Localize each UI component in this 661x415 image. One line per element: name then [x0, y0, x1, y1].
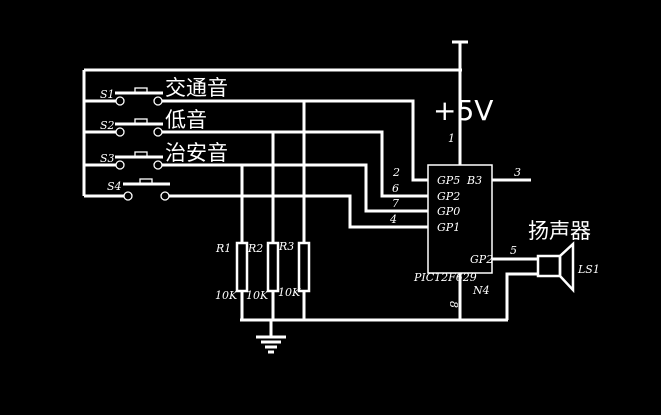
- resistor-r3: R3 10K: [278, 101, 311, 320]
- s1-function-label: 交通音: [165, 76, 228, 100]
- gp1-label: GP1: [437, 221, 460, 234]
- s2-label: S2: [100, 119, 115, 132]
- pin-3-label: 3: [514, 166, 521, 179]
- speaker-icon: [558, 241, 575, 294]
- gp2-right-label: GP2: [470, 253, 493, 266]
- s3-label: S3: [100, 152, 115, 165]
- ls1-label: LS1: [577, 263, 600, 276]
- r2-value: 10K: [246, 289, 269, 302]
- supply-vcc: +5V 1: [433, 40, 493, 165]
- r3-value: 10K: [278, 286, 301, 299]
- r1-value: 10K: [215, 289, 238, 302]
- resistor-r1: R1 10K: [215, 165, 249, 320]
- speaker-label: 扬声器: [528, 219, 591, 243]
- s1-label: S1: [100, 88, 115, 101]
- supply-label: +5V: [433, 94, 493, 127]
- gp0-label: GP0: [437, 205, 460, 218]
- pin-6-label: 6: [392, 182, 399, 195]
- ground-icon: [256, 320, 286, 354]
- r2-label: R2: [247, 242, 263, 255]
- gp5-label: GP5: [437, 174, 460, 187]
- b3-label: B3: [466, 174, 482, 187]
- pin-2-label: 2: [392, 166, 400, 179]
- r1-label: R1: [215, 242, 231, 255]
- s3-function-label: 治安音: [165, 141, 228, 165]
- pic-chip: GP5 GP2 GP0 GP1 B3 GP2 PIC12F629 3 N4 8 …: [413, 164, 538, 320]
- resistor-r2: R2 10K: [246, 132, 280, 320]
- pin-4-label: 4: [389, 213, 397, 226]
- switch-s3: S3 治安音 7: [84, 141, 428, 213]
- switch-s4: S4 4: [84, 178, 428, 229]
- gp2-left-label: GP2: [437, 190, 460, 203]
- pin-7-label: 7: [392, 197, 399, 210]
- chip-part-label: PIC12F629: [413, 271, 477, 284]
- pin-8-label: 8: [447, 301, 460, 308]
- s2-function-label: 低音: [165, 108, 207, 132]
- r3-label: R3: [278, 240, 294, 253]
- pin-5-label: 5: [510, 244, 517, 257]
- speaker-ls1: LS1 扬声器: [505, 219, 600, 320]
- switch-s1: S1 交通音 2: [84, 76, 428, 182]
- n4-label: N4: [472, 284, 490, 297]
- pin-1-label: 1: [448, 132, 455, 145]
- s4-label: S4: [107, 180, 122, 193]
